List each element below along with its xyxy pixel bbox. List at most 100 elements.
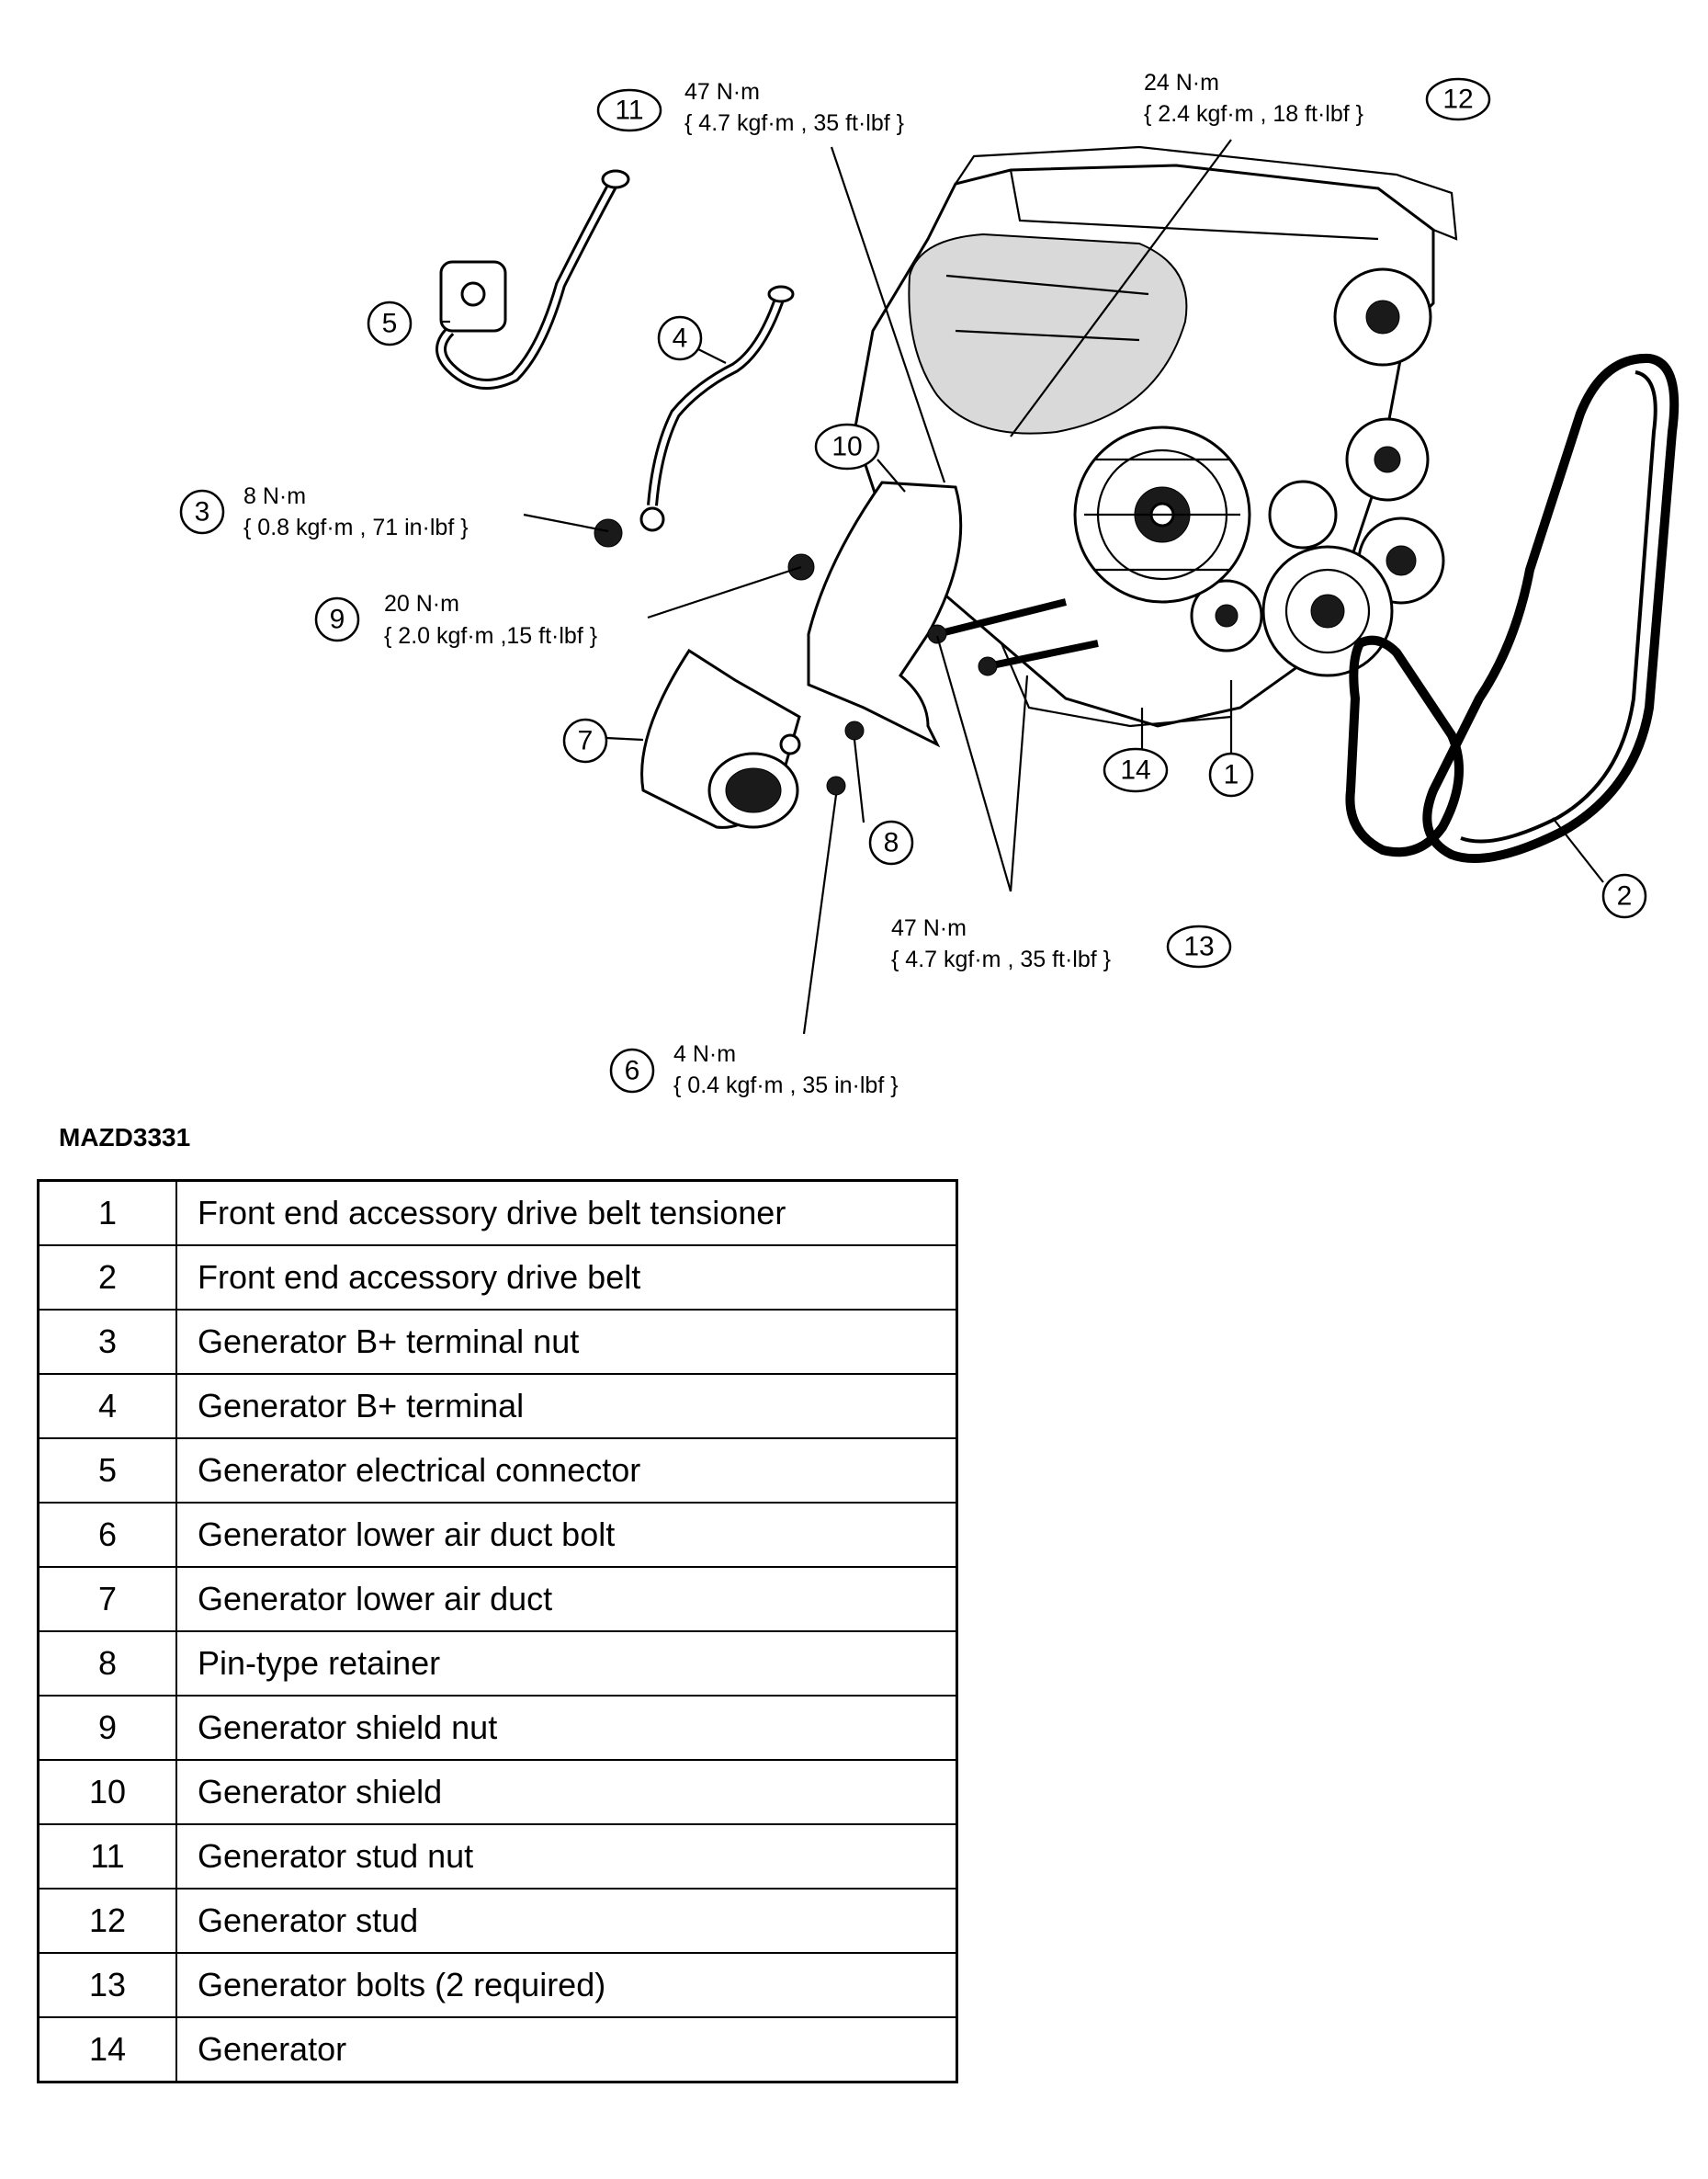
callout-13-number: 13 bbox=[1183, 932, 1214, 962]
part-description: Generator stud bbox=[175, 1888, 958, 1954]
part-description: Pin-type retainer bbox=[175, 1630, 958, 1697]
torque-11-alt: { 4.7 kgf·m , 35 ft·lbf } bbox=[684, 110, 904, 136]
torque-spec-9: 20 N·m { 2.0 kgf·m ,15 ft·lbf } bbox=[384, 591, 597, 649]
part-number: 7 bbox=[37, 1566, 177, 1632]
lower-air-duct-drawing bbox=[640, 648, 801, 829]
torque-12-nm: 24 N·m bbox=[1144, 70, 1219, 96]
part-number: 11 bbox=[37, 1823, 177, 1890]
engine-assembly bbox=[853, 145, 1458, 728]
callout-5-number: 5 bbox=[382, 309, 398, 339]
callout-5: 5 bbox=[367, 301, 413, 346]
figure-code: MAZD3331 bbox=[59, 1123, 191, 1152]
callout-12-number: 12 bbox=[1442, 85, 1473, 115]
part-description: Front end accessory drive belt tensioner bbox=[175, 1179, 958, 1246]
part-number: 13 bbox=[37, 1952, 177, 2018]
callout-4: 4 bbox=[657, 315, 703, 361]
generator-bolts-drawing bbox=[927, 598, 1099, 676]
part-number: 8 bbox=[37, 1630, 177, 1697]
part-number: 4 bbox=[37, 1373, 177, 1439]
callout-4-number: 4 bbox=[673, 323, 688, 354]
callout-2-number: 2 bbox=[1617, 881, 1633, 912]
part-description: Generator shield nut bbox=[175, 1695, 958, 1761]
callout-10: 10 bbox=[814, 423, 880, 471]
callout-9: 9 bbox=[314, 596, 360, 642]
drive-belt-drawing bbox=[1345, 353, 1680, 864]
torque-13-nm: 47 N·m bbox=[891, 915, 967, 941]
callout-14: 14 bbox=[1103, 747, 1169, 793]
callout-8: 8 bbox=[868, 820, 914, 866]
b-plus-terminal-drawing bbox=[639, 285, 795, 532]
part-number: 14 bbox=[37, 2016, 177, 2083]
duct-bolt-drawing bbox=[826, 776, 846, 796]
callout-11: 11 bbox=[596, 88, 662, 132]
callout-8-number: 8 bbox=[884, 828, 899, 858]
callout-12: 12 bbox=[1425, 77, 1491, 121]
torque-spec-3: 8 N·m { 0.8 kgf·m , 71 in·lbf } bbox=[243, 483, 469, 540]
terminal-nut-drawing bbox=[594, 518, 623, 548]
callout-2: 2 bbox=[1601, 873, 1647, 919]
callout-1-number: 1 bbox=[1224, 760, 1239, 790]
part-number: 3 bbox=[37, 1309, 177, 1375]
part-number: 1 bbox=[37, 1179, 177, 1246]
part-description: Generator lower air duct bbox=[175, 1566, 958, 1632]
torque-6-nm: 4 N·m bbox=[673, 1041, 736, 1067]
part-number: 5 bbox=[37, 1437, 177, 1504]
callout-14-number: 14 bbox=[1120, 755, 1150, 786]
torque-13-alt: { 4.7 kgf·m , 35 ft·lbf } bbox=[891, 947, 1111, 972]
callout-7-number: 7 bbox=[578, 726, 594, 756]
callout-10-number: 10 bbox=[831, 432, 862, 462]
exploded-view-diagram: 47 N·m { 4.7 kgf·m , 35 ft·lbf } 24 N·m … bbox=[179, 70, 1680, 1098]
torque-3-nm: 8 N·m bbox=[243, 483, 306, 509]
torque-spec-6: 4 N·m { 0.4 kgf·m , 35 in·lbf } bbox=[673, 1041, 899, 1098]
callout-7: 7 bbox=[562, 718, 608, 764]
torque-9-alt: { 2.0 kgf·m ,15 ft·lbf } bbox=[384, 623, 597, 649]
callout-13: 13 bbox=[1166, 925, 1232, 969]
part-description: Generator electrical connector bbox=[175, 1437, 958, 1504]
part-description: Generator stud nut bbox=[175, 1823, 958, 1890]
part-number: 10 bbox=[37, 1759, 177, 1825]
part-description: Generator shield bbox=[175, 1759, 958, 1825]
part-description: Generator B+ terminal bbox=[175, 1373, 958, 1439]
callout-11-number: 11 bbox=[615, 96, 643, 126]
callout-6: 6 bbox=[609, 1048, 655, 1094]
part-description: Generator bolts (2 required) bbox=[175, 1952, 958, 2018]
torque-spec-12: 24 N·m { 2.4 kgf·m , 18 ft·lbf } bbox=[1144, 70, 1363, 127]
torque-11-nm: 47 N·m bbox=[684, 79, 760, 105]
part-number: 12 bbox=[37, 1888, 177, 1954]
part-description: Generator bbox=[175, 2016, 958, 2083]
torque-12-alt: { 2.4 kgf·m , 18 ft·lbf } bbox=[1144, 101, 1363, 127]
torque-6-alt: { 0.4 kgf·m , 35 in·lbf } bbox=[673, 1072, 899, 1098]
callout-9-number: 9 bbox=[330, 605, 345, 635]
callout-3: 3 bbox=[179, 489, 225, 535]
electrical-connector-drawing bbox=[435, 169, 630, 390]
torque-spec-13: 47 N·m { 4.7 kgf·m , 35 ft·lbf } bbox=[891, 915, 1111, 972]
part-number: 6 bbox=[37, 1502, 177, 1568]
torque-spec-11: 47 N·m { 4.7 kgf·m , 35 ft·lbf } bbox=[684, 79, 904, 136]
part-number: 9 bbox=[37, 1695, 177, 1761]
part-description: Generator lower air duct bolt bbox=[175, 1502, 958, 1568]
pin-retainer-drawing bbox=[844, 721, 865, 741]
callout-1: 1 bbox=[1208, 752, 1254, 798]
part-description: Front end accessory drive belt bbox=[175, 1244, 958, 1311]
generator-shield-drawing bbox=[807, 481, 963, 748]
torque-3-alt: { 0.8 kgf·m , 71 in·lbf } bbox=[243, 515, 469, 540]
part-number: 2 bbox=[37, 1244, 177, 1311]
part-description: Generator B+ terminal nut bbox=[175, 1309, 958, 1375]
leader-lines bbox=[441, 139, 1604, 1035]
callout-3-number: 3 bbox=[195, 497, 210, 528]
